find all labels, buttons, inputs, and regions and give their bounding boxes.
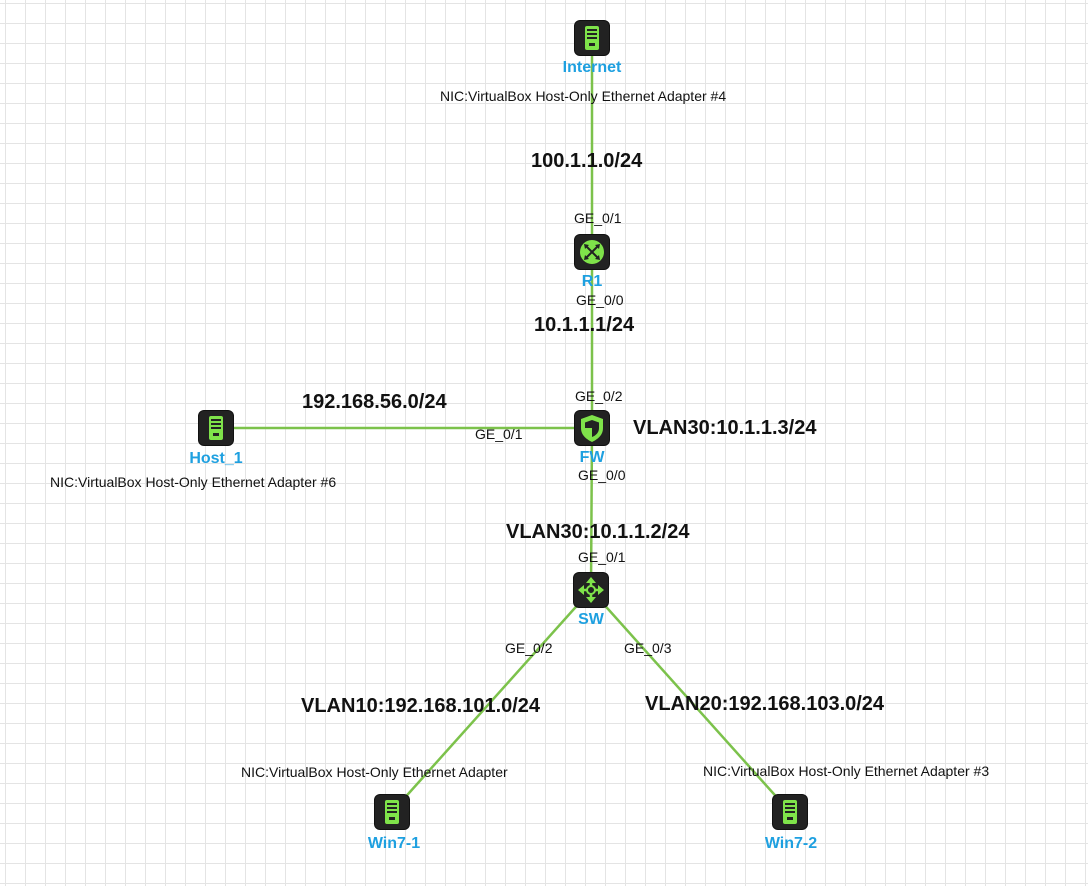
server-icon <box>783 800 797 824</box>
host1-nic-label: NIC:VirtualBox Host-Only Ethernet Adapte… <box>50 474 337 490</box>
win7-1-label: Win7-1 <box>367 835 421 852</box>
internet-nic-label: NIC:VirtualBox Host-Only Ethernet Adapte… <box>440 88 727 104</box>
server-icon <box>209 416 223 440</box>
network-internet-r1: 100.1.1.0/24 <box>531 150 643 172</box>
internet-label: Internet <box>562 59 622 76</box>
win7-2-nic-label: NIC:VirtualBox Host-Only Ethernet Adapte… <box>703 763 990 779</box>
server-icon <box>585 26 599 50</box>
win7-2-label: Win7-2 <box>764 835 818 852</box>
network-host-fw: 192.168.56.0/24 <box>302 391 447 413</box>
switch-icon <box>578 577 604 603</box>
link-sw-win7-2[interactable] <box>590 589 791 813</box>
r1-label: R1 <box>581 273 603 290</box>
sw-port-ge03: GE_0/3 <box>624 640 672 656</box>
network-sw-vlan: VLAN30:10.1.1.2/24 <box>506 521 690 543</box>
network-vlan10: VLAN10:192.168.101.0/24 <box>301 695 541 717</box>
win7-2-node[interactable] <box>773 795 807 829</box>
fw-port-ge01: GE_0/1 <box>475 426 523 442</box>
r1-port-ge01: GE_0/1 <box>574 210 622 226</box>
link-fw-sw[interactable] <box>589 427 594 591</box>
link-sw-win7-1[interactable] <box>391 589 592 813</box>
sw-node[interactable] <box>574 573 608 607</box>
network-vlan20: VLAN20:192.168.103.0/24 <box>645 693 885 715</box>
network-fw-vlan: VLAN30:10.1.1.3/24 <box>633 417 817 439</box>
win7-1-nic-label: NIC:VirtualBox Host-Only Ethernet Adapte… <box>241 764 508 780</box>
win7-1-node[interactable] <box>375 795 409 829</box>
r1-node[interactable] <box>575 235 609 269</box>
network-r1-fw: 10.1.1.1/24 <box>534 314 635 336</box>
host1-label: Host_1 <box>189 450 243 467</box>
firewall-icon <box>581 415 603 442</box>
sw-port-ge02: GE_0/2 <box>505 640 553 656</box>
host1-node[interactable] <box>199 411 233 445</box>
fw-label: FW <box>579 449 605 466</box>
r1-port-ge00: GE_0/0 <box>576 292 624 308</box>
fw-node[interactable] <box>575 411 609 445</box>
server-icon <box>385 800 399 824</box>
internet-node[interactable] <box>575 21 609 55</box>
sw-port-ge01: GE_0/1 <box>578 549 626 565</box>
sw-label: SW <box>578 611 604 628</box>
fw-port-ge00: GE_0/0 <box>578 467 626 483</box>
router-icon <box>580 240 604 264</box>
fw-port-ge02: GE_0/2 <box>575 388 623 404</box>
